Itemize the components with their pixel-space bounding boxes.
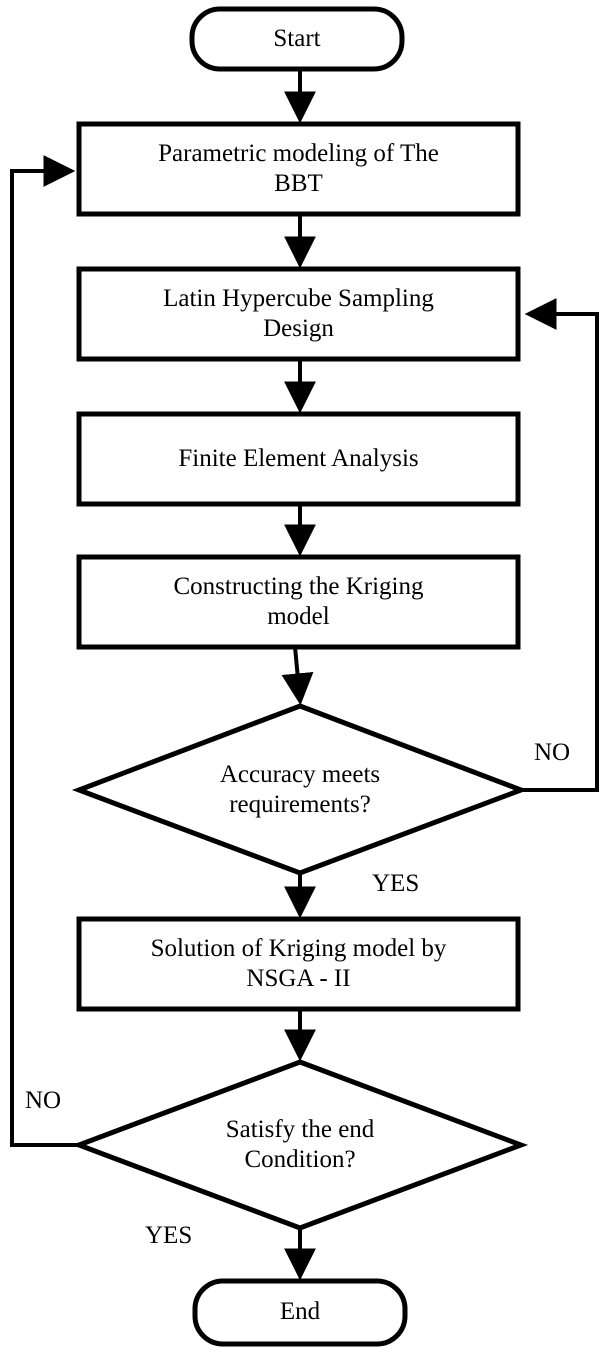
kriging-model-node-shape[interactable] — [76, 554, 521, 650]
start-node-shape[interactable] — [189, 6, 405, 72]
edge-label-accuracy-yes: YES — [372, 870, 420, 897]
edge-kriging-to-accuracy — [281, 646, 314, 706]
lhs-design-node-shape[interactable] — [76, 266, 521, 362]
end-node-shape[interactable] — [192, 1278, 408, 1347]
edge-accuracy-no-to-lhs — [521, 298, 599, 792]
accuracy-decision-node-shape[interactable] — [71, 703, 529, 876]
edge-end-condition-no-to-parametric — [10, 155, 79, 1147]
nsga-node-shape[interactable] — [76, 916, 521, 1012]
edge-label-end-condition-yes: YES — [145, 1222, 193, 1249]
fea-node-shape[interactable] — [76, 411, 521, 507]
end-condition-decision-node-shape[interactable] — [71, 1059, 529, 1231]
parametric-modeling-node-shape[interactable] — [76, 121, 521, 217]
edge-label-accuracy-no: NO — [534, 739, 571, 766]
edge-label-end-condition-no: NO — [25, 1087, 62, 1114]
